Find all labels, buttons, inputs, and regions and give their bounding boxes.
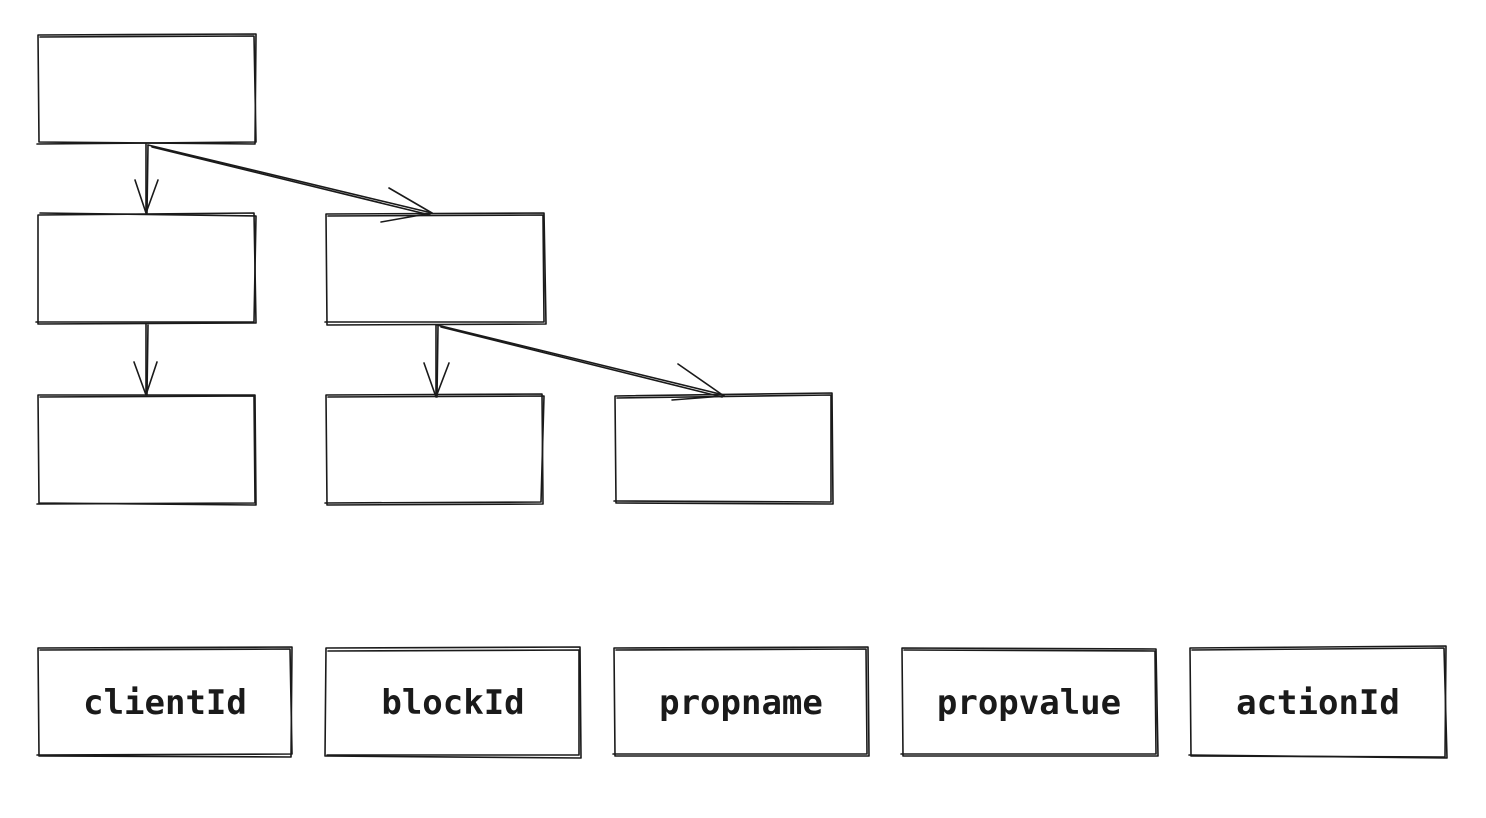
tree-node-child-b — [324, 212, 547, 326]
field-label-clientId: clientId — [83, 683, 247, 723]
edge-arrow-child-b-to-grandchild-b2 — [436, 324, 725, 401]
field-box-clientId: clientId — [36, 646, 293, 758]
edge-arrow-root-to-child-a — [134, 143, 159, 214]
tree-node-grandchild-b1 — [324, 393, 545, 506]
tree-node-root — [36, 33, 257, 145]
field-label-actionId: actionId — [1236, 683, 1400, 723]
tree-edges — [133, 143, 725, 401]
field-row: clientId blockId propname propvalue acti… — [36, 645, 1448, 759]
field-label-propname: propname — [659, 683, 823, 723]
edge-arrow-child-a-to-grandchild-a1 — [133, 323, 158, 396]
field-box-actionId: actionId — [1188, 645, 1448, 759]
tree-node-grandchild-a1 — [36, 394, 257, 506]
tree-node-grandchild-b2 — [613, 392, 834, 505]
tree-node-child-a — [35, 212, 257, 325]
edge-arrow-child-b-to-grandchild-b1 — [423, 324, 450, 398]
field-label-blockId: blockId — [381, 683, 524, 723]
field-label-propvalue: propvalue — [937, 683, 1121, 723]
tree-nodes — [35, 33, 834, 506]
field-box-blockId: blockId — [324, 646, 582, 759]
field-box-propvalue: propvalue — [900, 647, 1159, 757]
edge-arrow-root-to-child-b — [147, 144, 433, 223]
field-box-propname: propname — [612, 646, 870, 757]
